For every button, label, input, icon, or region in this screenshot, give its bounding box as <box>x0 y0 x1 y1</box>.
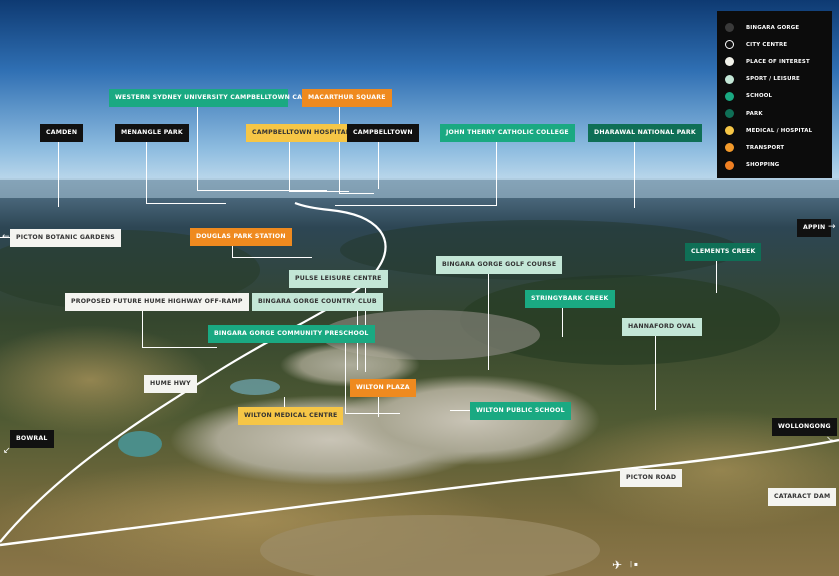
label-wilton-plaza: Wilton Plaza <box>350 379 416 397</box>
label-appin: Appin <box>797 219 832 237</box>
legend-item: Bingara Gorge <box>725 19 824 36</box>
arrow-down-right-icon: ↘ <box>826 435 834 445</box>
compass-mark: | ▪ <box>630 561 638 568</box>
legend-item: Shopping <box>725 157 824 174</box>
leader-line <box>197 107 198 190</box>
leader-line <box>634 141 635 208</box>
leader-line <box>345 413 400 414</box>
label-bowral: Bowral <box>10 430 54 448</box>
leader-line <box>450 410 472 411</box>
leader-line <box>378 141 379 189</box>
label-pulse-leisure-centre: Pulse Leisure Centre <box>289 270 388 288</box>
legend-label: Medical / Hospital <box>746 127 813 134</box>
legend-swatch <box>725 143 734 153</box>
leader-line <box>232 257 312 258</box>
label-community-preschool: Bingara Gorge Community Preschool <box>208 325 375 343</box>
leader-line <box>655 335 656 410</box>
leader-line <box>289 191 349 192</box>
picton-road <box>0 438 839 547</box>
legend-swatch <box>725 126 734 136</box>
leader-line <box>339 193 374 194</box>
legend-item: City Centre <box>725 36 824 53</box>
label-wsu-campbelltown: Western Sydney University Campbelltown C… <box>109 89 323 107</box>
map-legend: Bingara GorgeCity CentrePlace of Interes… <box>717 11 832 178</box>
legend-label: Transport <box>746 144 785 151</box>
legend-label: Sport / Leisure <box>746 76 800 83</box>
label-wollongong: Wollongong <box>772 418 837 436</box>
plane-icon: ✈ <box>612 558 623 572</box>
legend-label: School <box>746 93 773 100</box>
leader-line <box>142 310 143 348</box>
label-dharawal-national-park: Dharawal National Park <box>588 124 702 142</box>
label-wilton-medical-centre: Wilton Medical Centre <box>238 407 344 425</box>
legend-swatch <box>725 74 734 84</box>
label-macarthur-square: Macarthur Square <box>302 89 392 107</box>
leader-line <box>339 107 340 193</box>
legend-label: City Centre <box>746 41 788 48</box>
label-hume-hwy: Hume Hwy <box>144 375 197 393</box>
arrow-right-icon: → <box>828 222 836 232</box>
legend-item: Sport / Leisure <box>725 71 824 88</box>
legend-item: School <box>725 88 824 105</box>
leader-line <box>335 205 497 206</box>
leader-line <box>58 141 59 207</box>
leader-line <box>232 246 233 258</box>
label-camden: Camden <box>40 124 84 142</box>
arrow-left-icon: ← <box>2 232 10 242</box>
legend-swatch <box>725 40 734 50</box>
label-hume-off-ramp: Proposed Future Hume Highway Off-Ramp <box>65 293 249 311</box>
label-clements-creek: Clements Creek <box>685 243 762 261</box>
arrow-down-left-icon: ↙ <box>3 446 11 456</box>
legend-label: Place of Interest <box>746 58 810 65</box>
leader-line <box>488 273 489 370</box>
label-john-therry-college: John Therry Catholic College <box>440 124 575 142</box>
legend-swatch <box>725 23 734 33</box>
legend-item: Park <box>725 105 824 122</box>
label-picton-botanic-gardens: Picton Botanic Gardens <box>10 229 121 247</box>
leader-line <box>562 307 563 337</box>
label-douglas-park-station: Douglas Park Station <box>190 228 292 246</box>
leader-line <box>289 141 290 192</box>
legend-swatch <box>725 91 734 101</box>
legend-item: Place of Interest <box>725 53 824 70</box>
label-stringybark-creek: Stringybark Creek <box>525 290 615 308</box>
label-bingara-country-club: Bingara Gorge Country Club <box>252 293 383 311</box>
legend-swatch <box>725 109 734 119</box>
leader-line <box>146 203 226 204</box>
leader-line <box>284 397 285 409</box>
label-menangle-park: Menangle Park <box>115 124 189 142</box>
leader-line <box>496 141 497 206</box>
label-campbelltown: Campbelltown <box>347 124 419 142</box>
label-wilton-public-school: Wilton Public School <box>470 402 571 420</box>
leader-line <box>345 342 346 414</box>
legend-swatch <box>725 160 734 170</box>
legend-swatch <box>725 57 734 67</box>
leader-line <box>142 347 217 348</box>
label-hannaford-oval: Hannaford Oval <box>622 318 702 336</box>
label-bingara-golf-course: Bingara Gorge Golf Course <box>436 256 563 274</box>
legend-item: Medical / Hospital <box>725 122 824 139</box>
label-picton-road: Picton Road <box>620 469 683 487</box>
label-campbelltown-hospital: Campbelltown Hospital <box>246 124 356 142</box>
legend-label: Bingara Gorge <box>746 24 800 31</box>
legend-label: Shopping <box>746 162 780 169</box>
label-cataract-dam: Cataract Dam <box>768 488 837 506</box>
leader-line <box>146 141 147 204</box>
leader-line <box>378 397 379 417</box>
legend-item: Transport <box>725 139 824 156</box>
legend-label: Park <box>746 110 763 117</box>
leader-line <box>197 190 327 191</box>
leader-line <box>716 260 717 293</box>
leader-line <box>0 237 10 238</box>
